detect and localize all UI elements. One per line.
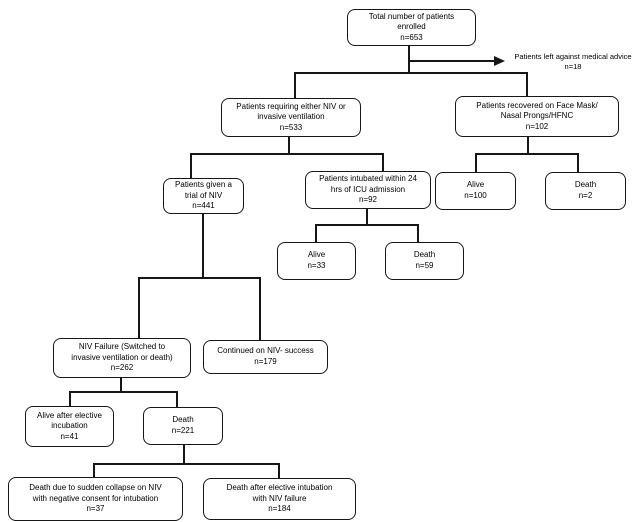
connector-line [138, 277, 261, 279]
node-alive-elective-incubation: Alive after elective incubation n=41 [25, 406, 114, 447]
connector-line [278, 463, 280, 478]
connector-line [69, 391, 178, 393]
connector-line [366, 209, 368, 224]
connector-line [288, 137, 290, 153]
connector-line [183, 445, 185, 463]
node-facemask-death: Death n=2 [545, 172, 626, 210]
connector-line [93, 463, 95, 477]
connector-line [120, 378, 122, 391]
label-left-against-medical-advice: Patients left against medical advice n=1… [514, 52, 632, 72]
connector-line [176, 391, 178, 407]
arrowhead-icon [494, 56, 505, 66]
connector-line [190, 153, 384, 155]
connector-line [408, 60, 496, 62]
connector-line [190, 153, 192, 178]
connector-line [382, 153, 384, 171]
connector-line [475, 153, 477, 172]
node-facemask-alive: Alive n=100 [435, 172, 516, 210]
connector-line [294, 72, 296, 98]
connector-line [294, 72, 528, 74]
connector-line [315, 224, 419, 226]
node-intubated-death: Death n=59 [385, 242, 464, 280]
node-intubated-24hrs: Patients intubated within 24 hrs of ICU … [305, 171, 431, 209]
node-intubated-alive: Alive n=33 [277, 242, 356, 280]
node-trial-of-niv: Patients given a trial of NIV n=441 [163, 178, 244, 214]
node-death-elective-intubation: Death after elective intubation with NIV… [203, 478, 356, 520]
node-death-sudden-collapse: Death due to sudden collapse on NIV with… [8, 477, 183, 521]
connector-line [93, 463, 280, 465]
connector-line [408, 46, 410, 72]
node-requiring-ventilation: Patients requiring either NIV or invasiv… [221, 98, 361, 137]
node-niv-success: Continued on NIV- success n=179 [203, 340, 328, 374]
connector-line [475, 153, 579, 155]
node-death-after-niv-failure: Death n=221 [143, 407, 223, 445]
connector-line [417, 224, 419, 242]
connector-line [577, 153, 579, 172]
connector-line [526, 72, 528, 96]
node-total-enrolled: Total number of patients enrolled n=653 [347, 9, 476, 46]
connector-line [138, 277, 140, 338]
connector-line [527, 137, 529, 153]
connector-line [69, 391, 71, 406]
connector-line [202, 214, 204, 277]
node-recovered-facemask: Patients recovered on Face Mask/ Nasal P… [455, 96, 619, 137]
connector-line [315, 224, 317, 242]
connector-line [259, 277, 261, 340]
node-niv-failure: NIV Failure (Switched to invasive ventil… [53, 338, 191, 378]
